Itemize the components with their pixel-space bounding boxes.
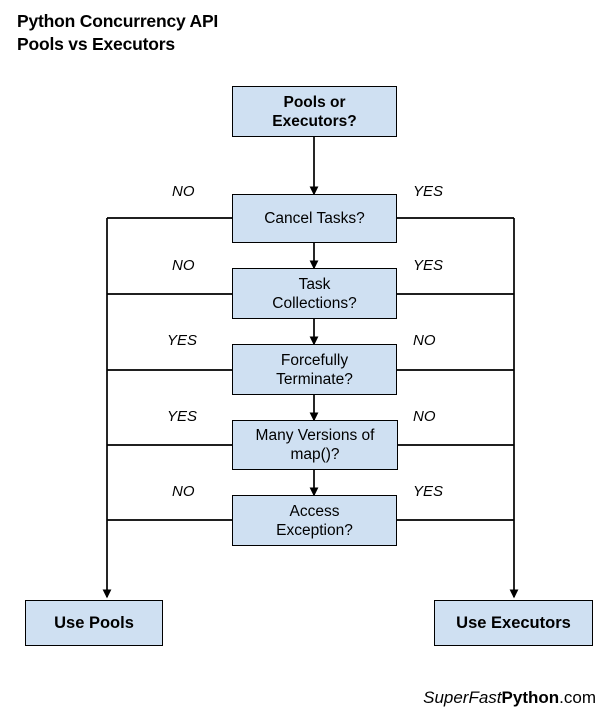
node-cancel-tasks[interactable]: Cancel Tasks? [232,194,397,243]
node-pools-or-executors[interactable]: Pools or Executors? [232,86,397,137]
node-label-line2: map()? [290,446,340,463]
node-task-collections[interactable]: Task Collections? [232,268,397,319]
brand-python: Python [501,688,560,707]
node-many-versions-of-map[interactable]: Many Versions of map()? [232,420,398,470]
page-title-line1: Python Concurrency API [17,11,219,31]
node-label-line1: Access [289,502,340,520]
edge-label-forcefully-terminate-yes: YES [167,332,198,349]
brand-superfast: SuperFast [423,688,502,707]
edge-label-many-map-yes: YES [167,408,198,425]
node-label: Use Pools [54,613,134,632]
edge-label-many-map-no: NO [413,408,436,425]
node-label-line1: Many Versions of [255,427,375,444]
page-title-line2: Pools vs Executors [17,34,175,54]
node-label-line1: Forcefully [280,351,349,369]
brand-watermark: SuperFastPython.com [423,688,596,708]
node-label-line2: Executors? [272,112,357,130]
node-label-line1: Cancel Tasks? [264,210,365,227]
node-access-exception[interactable]: Access Exception? [232,495,397,546]
node-label-line2: Exception? [276,521,353,539]
edge-label-cancel-tasks-no: NO [172,183,195,200]
node-label-line2: Collections? [272,294,357,312]
edge-label-access-exception-no: NO [172,483,195,500]
node-label-line2: Terminate? [276,370,353,388]
node-label-line1: Task [298,275,331,293]
edge-label-task-collections-yes: YES [413,257,444,274]
edge-label-cancel-tasks-yes: YES [413,183,444,200]
node-forcefully-terminate[interactable]: Forcefully Terminate? [232,344,397,395]
node-use-executors[interactable]: Use Executors [434,600,593,646]
node-label-line1: Pools or [283,93,346,111]
node-label: Use Executors [456,613,571,632]
edge-label-forcefully-terminate-no: NO [413,332,436,349]
node-use-pools[interactable]: Use Pools [25,600,163,646]
brand-com: .com [559,688,596,707]
edge-label-task-collections-no: NO [172,257,195,274]
edge-label-access-exception-yes: YES [413,483,444,500]
